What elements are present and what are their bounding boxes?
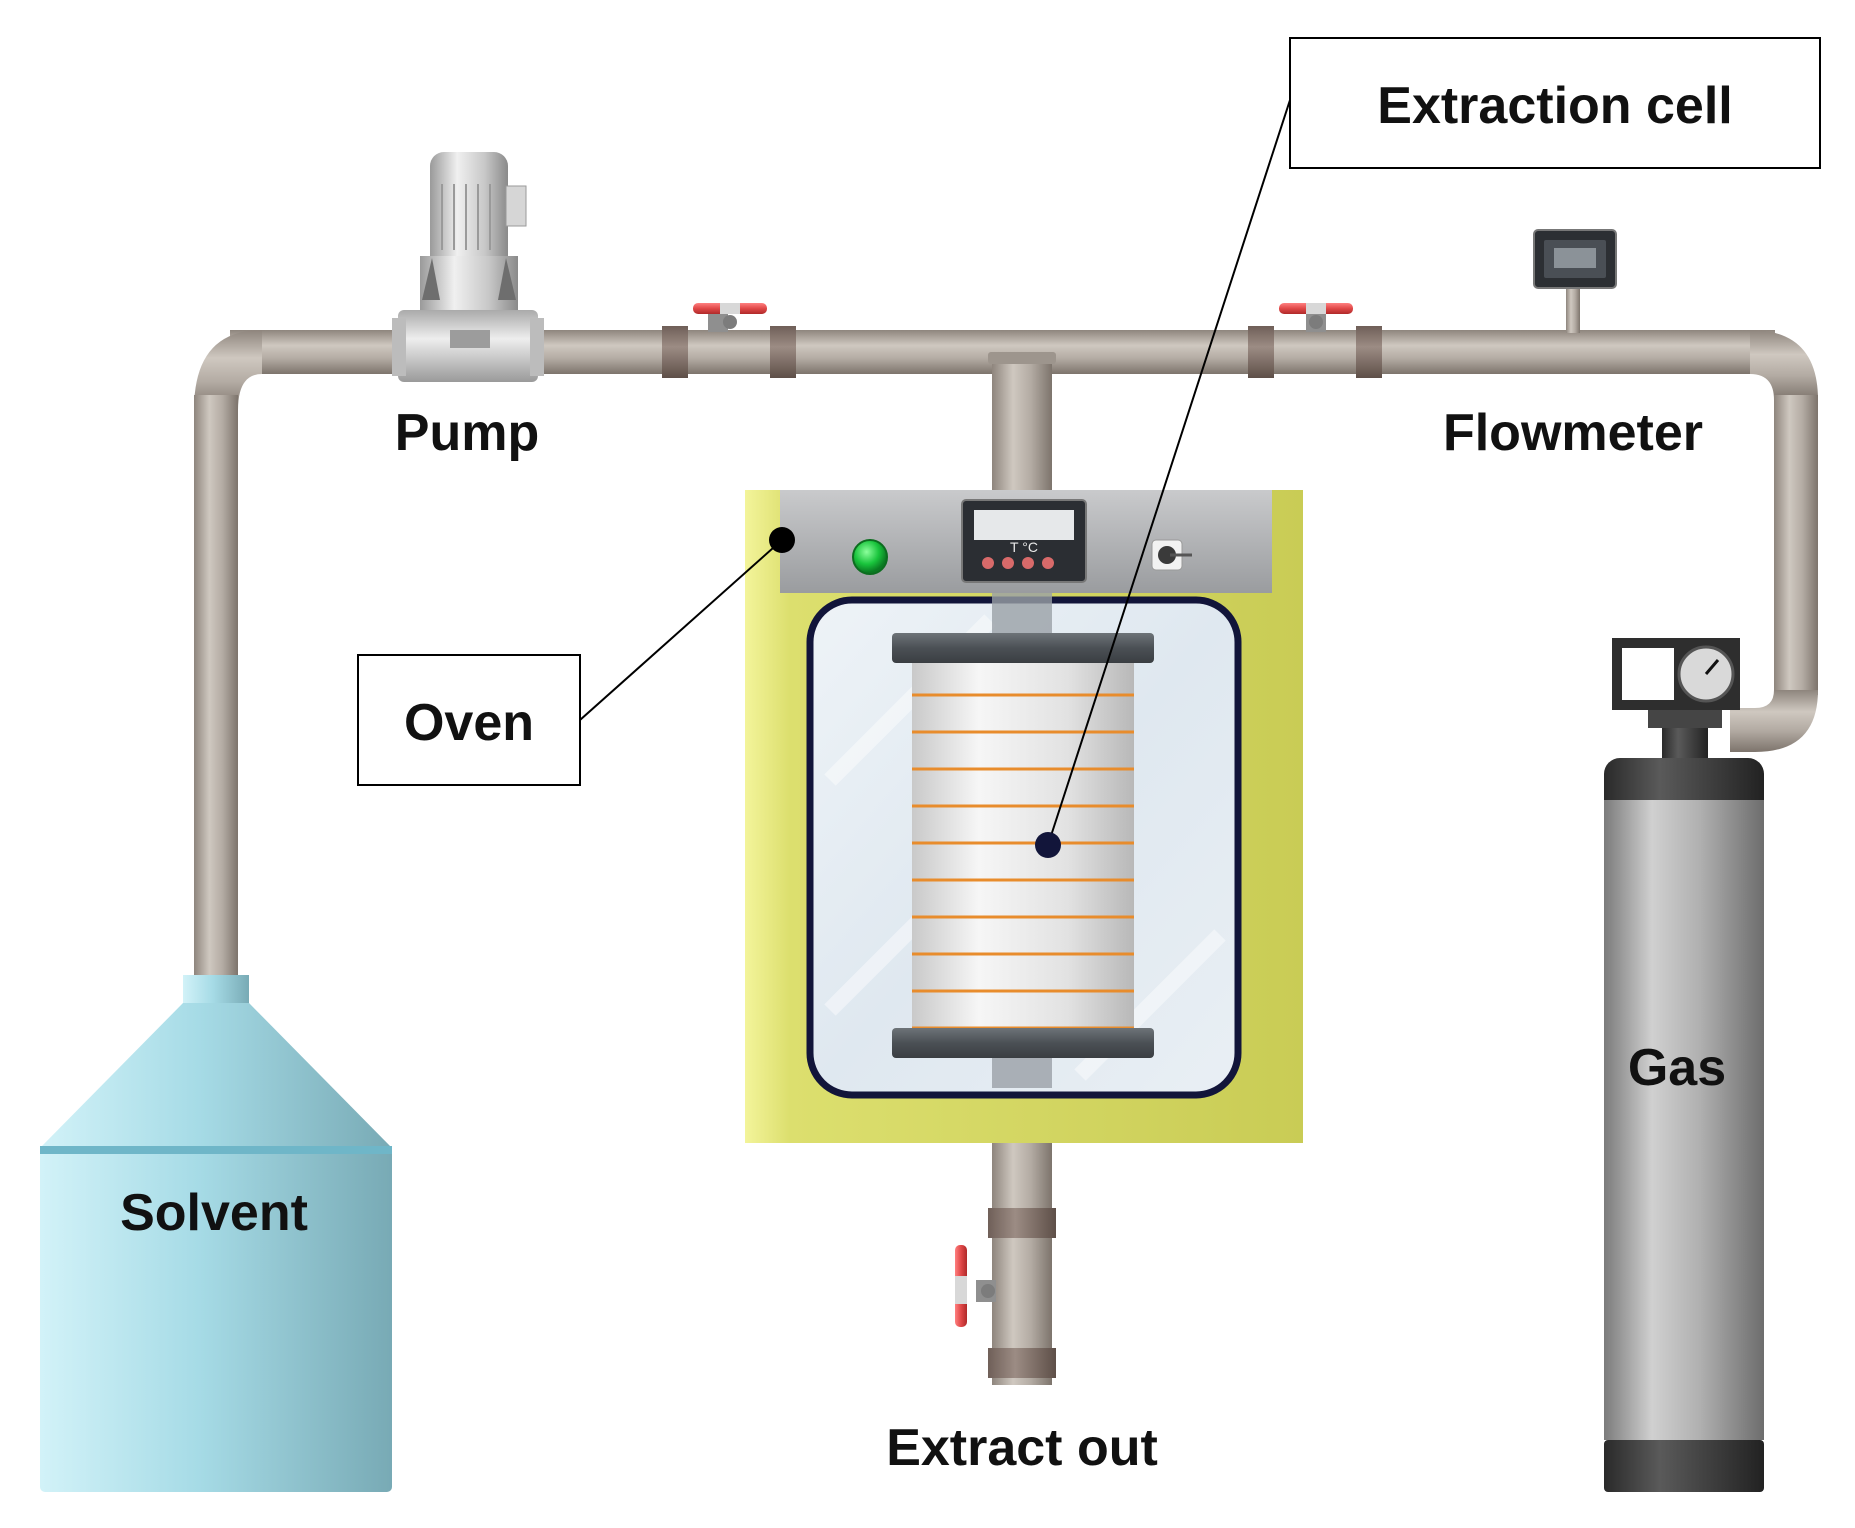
oven-knob bbox=[1151, 539, 1192, 571]
collar-b bbox=[770, 326, 796, 378]
pump bbox=[392, 152, 544, 382]
outlet-pipe bbox=[992, 1140, 1052, 1385]
outlet-collar-1 bbox=[988, 1208, 1056, 1238]
solvent-tank bbox=[40, 975, 392, 1492]
valve-left bbox=[693, 303, 767, 332]
solvent-label: Solvent bbox=[120, 1184, 308, 1242]
right-elbow-top bbox=[1750, 330, 1818, 400]
pump-label: Pump bbox=[395, 404, 539, 462]
collar-d bbox=[1356, 326, 1382, 378]
oven-label-box bbox=[357, 654, 581, 786]
extraction-cell-label: Extraction cell bbox=[1377, 77, 1732, 135]
extraction-cell bbox=[892, 633, 1154, 1058]
indicator-light bbox=[852, 539, 888, 575]
extraction-cell-leader bbox=[1047, 99, 1291, 846]
valve-right bbox=[1279, 303, 1353, 332]
extraction-cell-label-box bbox=[1289, 37, 1821, 169]
valve-outlet bbox=[955, 1245, 996, 1327]
tee-pipe bbox=[992, 352, 1052, 492]
outlet-collar-2 bbox=[988, 1348, 1056, 1378]
pipe-network bbox=[194, 326, 1818, 1385]
cell-bottom-cap bbox=[892, 1028, 1154, 1058]
extract-out-label: Extract out bbox=[886, 1419, 1158, 1477]
oven-dot bbox=[769, 527, 795, 553]
controller-display-text: T °C bbox=[1010, 539, 1038, 555]
extraction-cell-dot bbox=[1035, 832, 1061, 858]
flowmeter bbox=[1533, 229, 1617, 333]
cell-top-cap bbox=[892, 633, 1154, 663]
gas-label: Gas bbox=[1628, 1039, 1726, 1097]
collar-c bbox=[1248, 326, 1274, 378]
oven-leader bbox=[579, 539, 783, 721]
right-elbow-bottom bbox=[1730, 690, 1818, 752]
flowmeter-label: Flowmeter bbox=[1443, 404, 1703, 462]
left-pipe bbox=[194, 395, 238, 980]
callout-leaders bbox=[579, 99, 1291, 846]
tee-cap bbox=[988, 352, 1056, 364]
collar-a bbox=[662, 326, 688, 378]
temperature-controller: T °C bbox=[961, 499, 1087, 583]
oven-label: Oven bbox=[404, 694, 534, 752]
right-pipe bbox=[1774, 395, 1818, 695]
left-elbow bbox=[194, 330, 262, 410]
gas-cylinder bbox=[1604, 638, 1764, 1492]
